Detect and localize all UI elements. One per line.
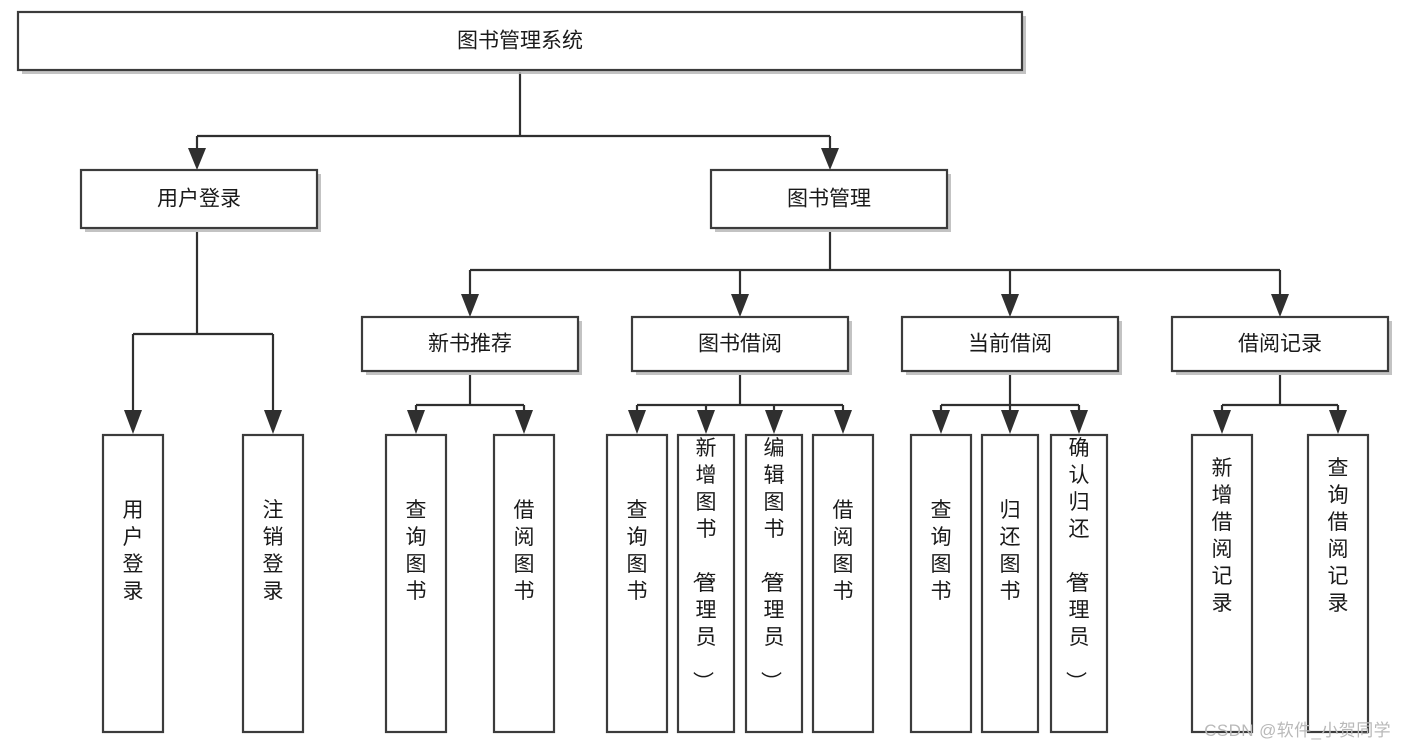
node-leaf-add-book-label: 新增图书（管理员） <box>691 437 717 692</box>
arrowhead-leaf-borrow-book-1 <box>515 410 533 434</box>
arrowhead-leaf-user-login <box>124 410 142 434</box>
node-leaf-confirm-return-label: 确认归还（管理员） <box>1064 437 1090 692</box>
node-current-borrow-rect <box>900 315 1120 373</box>
node-leaf-edit-book-label: 编辑图书（管理员） <box>759 437 785 692</box>
arrowhead-borrow-record <box>1271 294 1289 317</box>
node-borrow-record-label: 借阅记录 <box>1238 333 1322 356</box>
arrowhead-leaf-query-book-2 <box>628 410 646 434</box>
node-leaf-logout[interactable]: 注销登录 <box>241 433 305 734</box>
node-leaf-borrow-book-1-label: 借阅图书 <box>514 499 535 603</box>
node-leaf-query-record-label: 查询借阅记录 <box>1328 457 1349 615</box>
arrowhead-leaf-return-book <box>1001 410 1019 434</box>
node-leaf-query-book-2[interactable]: 查询图书 <box>605 433 669 734</box>
node-leaf-add-record[interactable]: 新增借阅记录 <box>1190 433 1254 734</box>
arrowhead-user-login <box>188 148 206 170</box>
arrowhead-leaf-add-book <box>697 410 715 434</box>
node-book-manage-label: 图书管理 <box>787 188 871 211</box>
node-user-login-label: 用户登录 <box>157 188 241 211</box>
arrowhead-leaf-logout <box>264 410 282 434</box>
node-leaf-add-book[interactable]: 新增图书（管理员） <box>676 433 736 734</box>
node-book-borrow-rect <box>630 315 850 373</box>
node-leaf-logout-rect <box>241 433 305 734</box>
node-leaf-borrow-book-1[interactable]: 借阅图书 <box>492 433 556 734</box>
node-root-rect <box>16 10 1024 72</box>
node-book-borrow[interactable]: 图书借阅 <box>630 315 852 375</box>
node-leaf-edit-book-rect <box>744 433 804 734</box>
arrowhead-new-book-rec <box>461 294 479 317</box>
node-leaf-add-book-rect <box>676 433 736 734</box>
arrowhead-leaf-add-record <box>1213 410 1231 434</box>
node-current-borrow[interactable]: 当前借阅 <box>900 315 1122 375</box>
node-leaf-borrow-book-2-rect <box>811 433 875 734</box>
arrowhead-leaf-confirm-return <box>1070 410 1088 434</box>
node-new-book-rec[interactable]: 新书推荐 <box>360 315 582 375</box>
node-leaf-query-book-3-label: 查询图书 <box>931 499 952 603</box>
node-leaf-query-book-2-label: 查询图书 <box>627 499 648 603</box>
node-current-borrow-label: 当前借阅 <box>968 333 1052 356</box>
node-leaf-confirm-return[interactable]: 确认归还（管理员） <box>1049 433 1109 734</box>
node-leaf-query-book-3[interactable]: 查询图书 <box>909 433 973 734</box>
node-leaf-add-record-label: 新增借阅记录 <box>1212 457 1233 615</box>
node-leaf-query-book-1[interactable]: 查询图书 <box>384 433 448 734</box>
arrowhead-book-manage <box>821 148 839 170</box>
node-borrow-record[interactable]: 借阅记录 <box>1170 315 1392 375</box>
node-user-login-rect <box>79 168 319 230</box>
node-leaf-confirm-return-rect <box>1049 433 1109 734</box>
node-leaf-borrow-book-2[interactable]: 借阅图书 <box>811 433 875 734</box>
node-leaf-add-record-rect <box>1190 433 1254 734</box>
node-leaf-user-login-label: 用户登录 <box>123 499 144 603</box>
edge-layer <box>124 72 1347 434</box>
node-new-book-rec-label: 新书推荐 <box>428 333 512 356</box>
arrowhead-leaf-query-book-1 <box>407 410 425 434</box>
node-root[interactable]: 图书管理系统 <box>16 10 1026 74</box>
arrowhead-book-borrow <box>731 294 749 317</box>
node-user-login[interactable]: 用户登录 <box>79 168 321 232</box>
node-leaf-user-login-rect <box>101 433 165 734</box>
node-new-book-rec-rect <box>360 315 580 373</box>
node-leaf-query-record-rect <box>1306 433 1370 734</box>
node-leaf-borrow-book-1-rect <box>492 433 556 734</box>
node-leaf-query-book-3-rect <box>909 433 973 734</box>
node-root-label: 图书管理系统 <box>457 30 583 53</box>
node-leaf-return-book-rect <box>980 433 1040 734</box>
node-book-manage-rect <box>709 168 949 230</box>
arrowhead-leaf-query-record <box>1329 410 1347 434</box>
node-leaf-borrow-book-2-label: 借阅图书 <box>833 499 854 603</box>
node-leaf-logout-label: 注销登录 <box>263 499 284 603</box>
arrowhead-leaf-query-book-3 <box>932 410 950 434</box>
node-leaf-user-login[interactable]: 用户登录 <box>101 433 165 734</box>
node-leaf-query-book-2-rect <box>605 433 669 734</box>
node-borrow-record-rect <box>1170 315 1390 373</box>
node-book-manage[interactable]: 图书管理 <box>709 168 951 232</box>
node-leaf-query-book-1-label: 查询图书 <box>406 499 427 603</box>
arrowhead-leaf-edit-book <box>765 410 783 434</box>
arrowhead-current-borrow <box>1001 294 1019 317</box>
node-leaf-query-record[interactable]: 查询借阅记录 <box>1306 433 1370 734</box>
node-leaf-edit-book[interactable]: 编辑图书（管理员） <box>744 433 804 734</box>
arrowhead-leaf-borrow-book-2 <box>834 410 852 434</box>
node-leaf-return-book-label: 归还图书 <box>1000 499 1021 603</box>
node-leaf-query-book-1-rect <box>384 433 448 734</box>
node-leaf-return-book[interactable]: 归还图书 <box>980 433 1040 734</box>
node-book-borrow-label: 图书借阅 <box>698 333 782 356</box>
